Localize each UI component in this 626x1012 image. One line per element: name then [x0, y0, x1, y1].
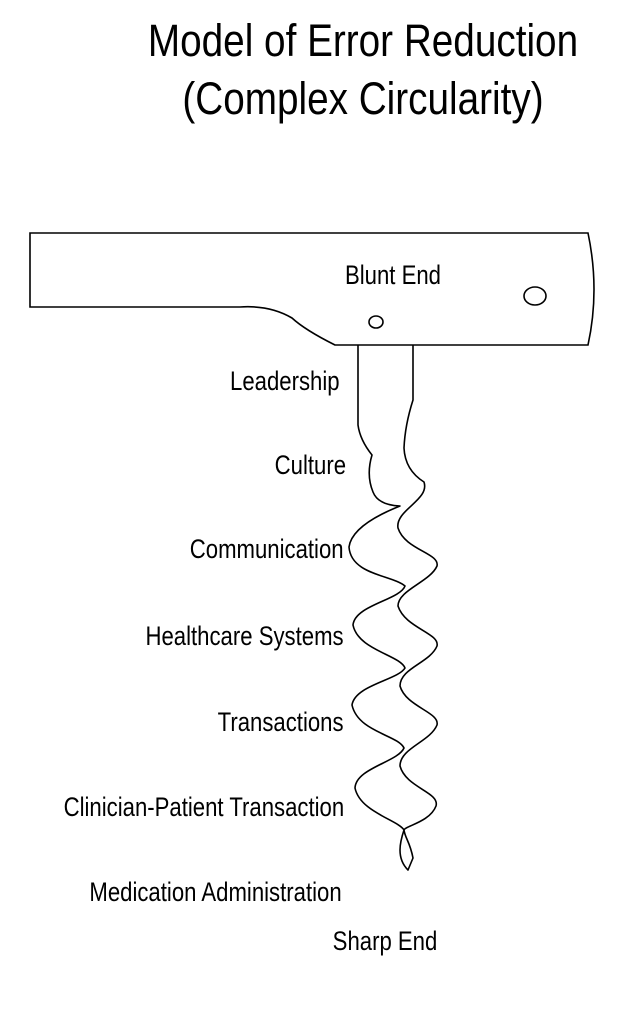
title-line-2: (Complex Circularity): [182, 73, 544, 124]
title-line-1: Model of Error Reduction: [147, 15, 579, 66]
blunt-end-label: Blunt End: [344, 260, 442, 290]
shaft-rivet: [368, 315, 384, 329]
level-label-transactions: Transactions: [218, 707, 344, 737]
level-label-medication-administration: Medication Administration: [89, 877, 342, 907]
level-label-communication: Communication: [190, 534, 344, 564]
sharp-end-label: Sharp End: [332, 926, 438, 956]
corkscrew-handle: [29, 232, 595, 346]
level-label-clinician-patient-transaction: Clinician-Patient Transaction: [63, 792, 344, 822]
level-label-culture: Culture: [274, 450, 346, 480]
handle-hole: [523, 286, 547, 306]
level-label-healthcare-systems: Healthcare Systems: [145, 621, 344, 651]
level-label-leadership: Leadership: [230, 366, 340, 396]
diagram-title: Model of Error Reduction (Complex Circul…: [100, 12, 626, 128]
corkscrew-spiral: [348, 345, 438, 871]
